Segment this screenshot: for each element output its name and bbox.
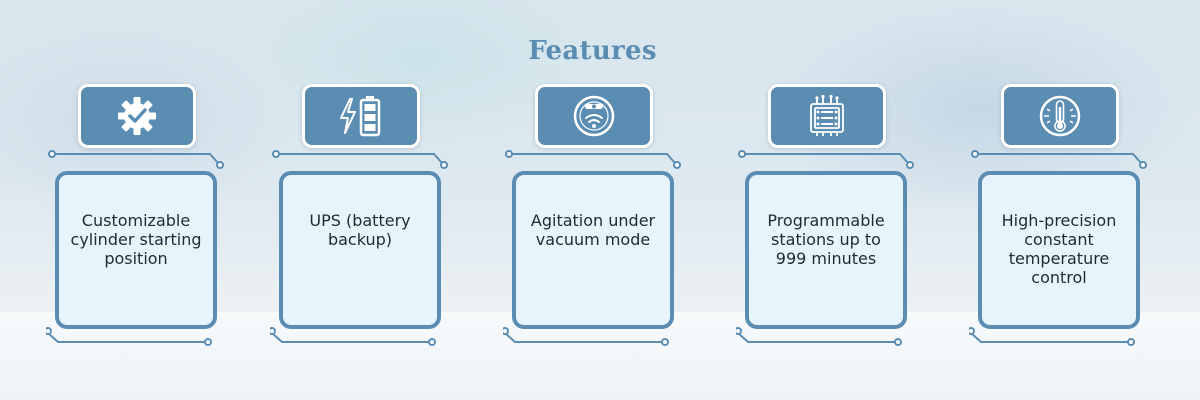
feature-item-temperature-control: High-precision constant temperature cont…: [969, 0, 1159, 400]
feature-label: High-precision constant temperature cont…: [1001, 211, 1117, 287]
feature-icon-tile: [535, 84, 653, 148]
feature-card: Customizable cylinder starting position: [55, 171, 217, 329]
page-title: Features: [528, 36, 657, 66]
feature-label: Programmable stations up to 999 minutes: [767, 211, 885, 268]
thermometer-icon: [1039, 95, 1081, 137]
feature-icon-tile: [302, 84, 420, 148]
feature-icon-tile: [768, 84, 886, 148]
gear-check-icon: [118, 97, 156, 135]
control-board-icon: [810, 94, 844, 136]
feature-icon-tile: [78, 84, 196, 148]
battery-icon: [340, 96, 381, 137]
feature-item-programmable-stations: Programmable stations up to 999 minutes: [736, 0, 926, 400]
feature-card: Programmable stations up to 999 minutes: [745, 171, 907, 329]
robot-vacuum-icon: [573, 95, 615, 137]
feature-item-ups: UPS (battery backup): [270, 0, 460, 400]
feature-item-cylinder-position: Customizable cylinder starting position: [46, 0, 236, 400]
feature-item-agitation-vacuum: Agitation under vacuum mode: [503, 0, 693, 400]
feature-card: Agitation under vacuum mode: [512, 171, 674, 329]
feature-icon-tile: [1001, 84, 1119, 148]
feature-label: UPS (battery backup): [309, 211, 411, 249]
feature-label: Agitation under vacuum mode: [530, 211, 656, 249]
feature-label: Customizable cylinder starting position: [70, 211, 202, 268]
feature-card: High-precision constant temperature cont…: [978, 171, 1140, 329]
feature-card: UPS (battery backup): [279, 171, 441, 329]
